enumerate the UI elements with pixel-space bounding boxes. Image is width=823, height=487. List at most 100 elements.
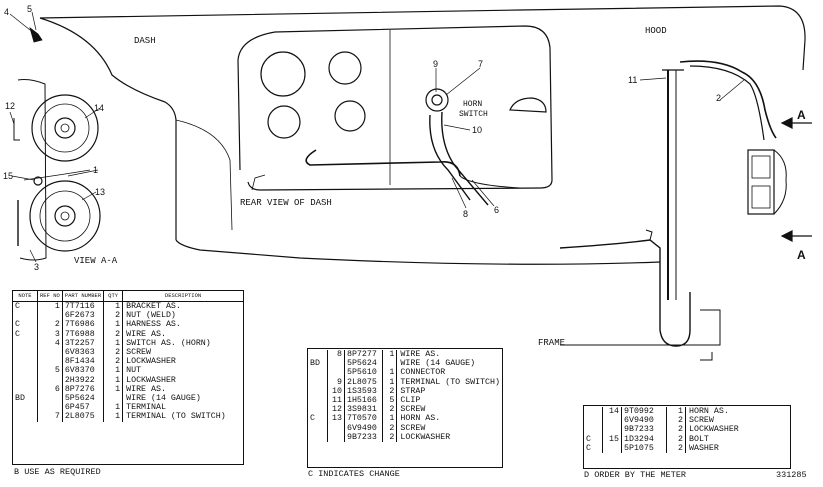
qty-cell: 2 — [103, 357, 123, 367]
part-number-cell: 9B7233 — [343, 432, 383, 443]
part-number-cell: 1D3294 — [621, 434, 667, 444]
callout-9: 9 — [433, 59, 439, 69]
note-cell: C — [586, 443, 591, 453]
note-cell — [584, 407, 603, 416]
horn-switch-label-line2: SWITCH — [459, 110, 488, 119]
description-cell: CLIP — [396, 396, 502, 406]
ref-cell — [37, 348, 63, 358]
rear-view-label: REAR VIEW OF DASH — [240, 198, 332, 208]
header-description: DESCRIPTION — [122, 291, 243, 302]
view-letter-bottom: A — [797, 248, 806, 262]
qty-cell: 1 — [381, 377, 397, 387]
description-cell: WIRE (14 GAUGE) — [122, 394, 243, 404]
part-number-cell: 2H3922 — [61, 375, 104, 385]
callout-1: 1 — [93, 165, 99, 175]
part-number-cell: 2L8075 — [343, 377, 383, 387]
dash-lower-edge — [175, 239, 661, 265]
callout-5: 5 — [27, 4, 33, 14]
description-cell: WIRE AS. — [396, 350, 502, 360]
parts-table-3-frame — [583, 405, 791, 469]
ref-cell: 6 — [37, 384, 63, 395]
part-number-cell: 7T6986 — [61, 320, 104, 330]
description-cell: TERMINAL (TO SWITCH) — [396, 377, 502, 387]
header-ref: REF NO — [37, 291, 63, 302]
ref-cell — [37, 394, 63, 404]
ref-cell — [326, 359, 345, 369]
part-number-cell: 3S9831 — [343, 405, 383, 415]
callout-2: 2 — [716, 93, 722, 103]
part-number-cell: 7T0570 — [343, 414, 383, 424]
hood-harness — [679, 60, 777, 139]
note-cell — [308, 368, 327, 377]
description-cell: SCREW — [685, 416, 790, 426]
note-cell — [308, 424, 327, 433]
ref-cell: 4 — [37, 338, 63, 349]
ref-cell: 10 — [326, 386, 345, 397]
note-cell — [308, 396, 327, 405]
qty-cell: 2 — [666, 425, 686, 435]
description-cell: BRACKET AS. — [122, 301, 243, 312]
view-aa-label: VIEW A-A — [74, 256, 118, 266]
description-cell: SCREW — [122, 348, 243, 358]
part-number-cell: 6F2673 — [61, 311, 104, 321]
ref-cell: 11 — [326, 396, 345, 406]
ref-cell: 3 — [37, 329, 63, 339]
description-cell: WIRE (14 GAUGE) — [396, 359, 502, 369]
callout-14: 14 — [94, 103, 105, 113]
description-cell: LOCKWASHER — [122, 375, 243, 385]
part-number-cell: 5P5610 — [343, 368, 383, 378]
part-number-cell: 7T6988 — [61, 329, 104, 339]
qty-cell: 1 — [103, 403, 123, 413]
frame-wire-run — [559, 239, 691, 347]
ref-cell: 15 — [602, 434, 622, 444]
note-cell — [308, 433, 327, 442]
note-cell — [13, 348, 38, 357]
gauge-1 — [260, 51, 306, 97]
qty-cell: 1 — [103, 375, 123, 385]
ref-cell: 13 — [326, 414, 345, 424]
horn-switch-symbol — [425, 88, 449, 112]
ref-cell: 14 — [602, 407, 622, 417]
note-cell — [13, 366, 38, 375]
part-number-cell: 6V8370 — [61, 366, 104, 376]
qty-cell: 1 — [103, 338, 123, 349]
part-number-cell: 6V9490 — [621, 416, 667, 426]
header-part: PART NUMBER — [61, 291, 104, 302]
part-number-cell: 1H5166 — [343, 396, 383, 406]
ref-cell — [37, 311, 63, 321]
qty-cell: 2 — [381, 386, 397, 397]
ref-cell: 7 — [37, 412, 63, 422]
qty-cell: 2 — [381, 432, 397, 443]
part-number-cell: 5P5624 — [61, 394, 104, 404]
description-cell: LOCKWASHER — [685, 425, 790, 435]
description-cell: TERMINAL — [122, 403, 243, 413]
horn-13-drawing — [29, 180, 101, 252]
qty-cell: 2 — [381, 423, 397, 433]
qty-cell: 1 — [381, 414, 397, 424]
horn-14-drawing — [31, 94, 99, 162]
description-cell: NUT (WELD) — [122, 311, 243, 321]
callout-12: 12 — [5, 101, 16, 111]
qty-cell: 2 — [103, 329, 123, 339]
note-cell: C — [15, 320, 20, 330]
description-cell: CONNECTOR — [396, 368, 502, 378]
note-cell — [308, 378, 327, 387]
qty-cell: 5 — [381, 396, 397, 406]
header-qty: QTY — [103, 291, 123, 302]
description-cell: WASHER — [685, 443, 790, 454]
ref-cell: 2 — [37, 320, 63, 330]
hood-label: HOOD — [645, 26, 667, 36]
part-number-cell: 9T0992 — [621, 407, 667, 417]
